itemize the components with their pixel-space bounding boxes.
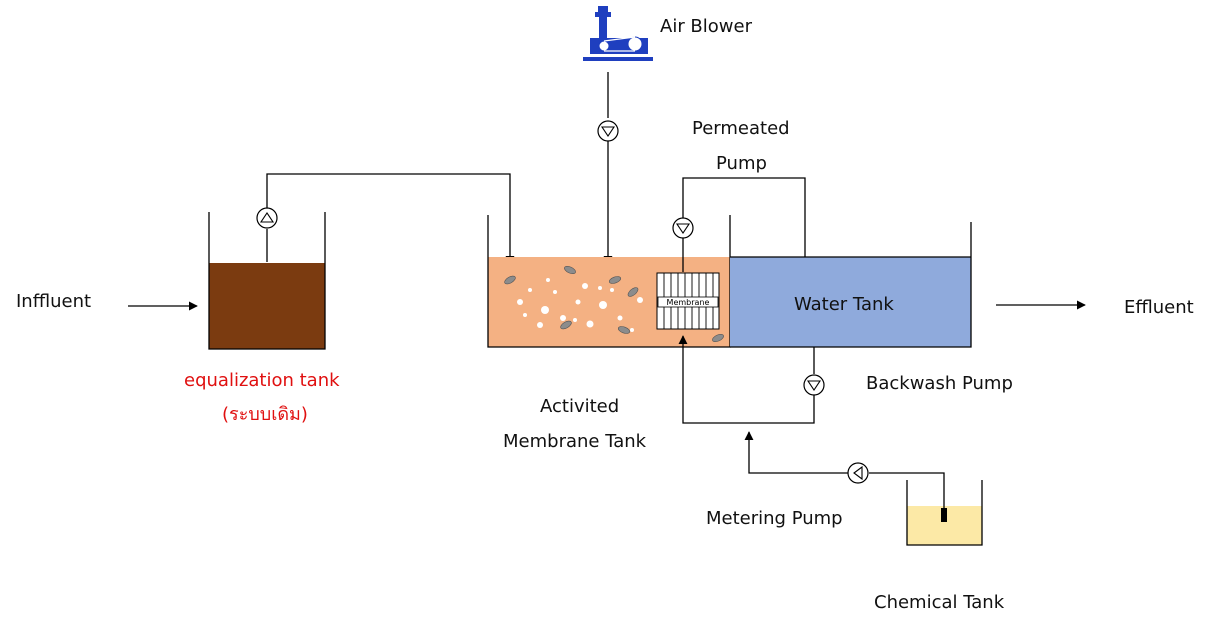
- membrane-tank-label: Activited: [540, 396, 619, 417]
- equalization-tank: [208, 212, 326, 350]
- water-tank-liquid: [730, 257, 971, 347]
- air-blower-label: Air Blower: [660, 16, 753, 37]
- chemical-pipe-left: [744, 431, 848, 474]
- permeated-pump-label-2: Pump: [716, 153, 767, 174]
- backwash-pump-label: Backwash Pump: [866, 373, 1013, 394]
- air-bubbles: [517, 278, 643, 332]
- water-tank: [730, 222, 972, 348]
- air-valve-icon: [597, 120, 619, 142]
- permeate-pump-icon: [672, 217, 694, 239]
- effluent-label: Effluent: [1124, 297, 1194, 318]
- chemical-pipe-right: [869, 472, 945, 508]
- metering-pump-icon: [847, 462, 869, 484]
- air-blower-icon: [583, 6, 653, 61]
- membrane-label: Membrane: [667, 298, 710, 307]
- permeate-pipe: [682, 177, 810, 267]
- chemical-tank: [906, 480, 983, 546]
- backwash-pump-icon: [803, 374, 825, 396]
- influent-label: Inffluent: [16, 291, 91, 312]
- microorganism-flocs: [504, 265, 724, 343]
- water-tank-label: Water Tank: [794, 294, 894, 315]
- transfer-pump-icon: [256, 207, 278, 229]
- equalization-tank-liquid: [209, 263, 325, 349]
- permeated-pump-label: Permeated: [692, 118, 790, 139]
- metering-pump-label: Metering Pump: [706, 508, 843, 529]
- backwash-pipe: [678, 335, 815, 424]
- chemical-tank-label: Chemical Tank: [874, 592, 1005, 613]
- transfer-pipe: [266, 173, 515, 265]
- equalization-tank-note: (ระบบเดิม): [222, 404, 308, 425]
- chemical-intake: [941, 508, 947, 522]
- membrane-module: Membrane: [656, 272, 720, 330]
- equalization-tank-label: equalization tank: [184, 370, 340, 391]
- membrane-tank-label-2: Membrane Tank: [503, 431, 647, 452]
